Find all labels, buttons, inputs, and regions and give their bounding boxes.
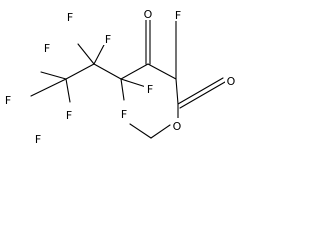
bonds [30, 19, 226, 139]
atom-o-ketone: O [144, 8, 153, 21]
atom-f-left1: F [44, 42, 50, 55]
atom-o-ester: O [173, 120, 182, 133]
bond-c6-c5 [65, 63, 95, 80]
molecule-canvas: F F F F F F F F O F O O [2, 6, 237, 146]
bond-c3-c2 [147, 63, 177, 80]
atom-f-mid2: F [121, 108, 127, 121]
bond-c4-f-mid1 [120, 78, 125, 101]
bond-c4-c3 [120, 63, 149, 80]
bond-c1-o-carbonyl-a [177, 77, 224, 105]
bond-c1-o-carbonyl-b [179, 81, 226, 109]
atom-o-ester-carbonyl: O [227, 75, 236, 88]
atom-f-top-left: F [67, 11, 73, 24]
bond-ch2-ch3 [129, 123, 152, 139]
bond-c6-f-left2 [30, 78, 67, 97]
atom-labels: F F F F F F F F O F O O [2, 6, 237, 146]
structure-diagram: F F F F F F F F O F O O [0, 0, 241, 150]
atom-f-left2: F [5, 94, 11, 107]
bond-c2-c1 [175, 78, 179, 105]
bond-c6-f-left1 [40, 71, 67, 80]
bond-c5-f-top-mid [93, 42, 106, 65]
bond-c6-f-bottom [65, 78, 71, 103]
bond-c4-f-mid2 [120, 78, 147, 88]
atom-f-top-mid: F [105, 33, 111, 46]
bond-c6-f-top-left [77, 43, 95, 65]
atom-f-bottom-left: F [35, 133, 41, 146]
atom-f-mid3: F [147, 83, 153, 96]
atom-f-mid1: F [66, 109, 72, 122]
bond-c5-c4 [93, 63, 122, 80]
atom-f-alpha: F [175, 9, 181, 22]
bond-o-ch2 [150, 124, 171, 139]
